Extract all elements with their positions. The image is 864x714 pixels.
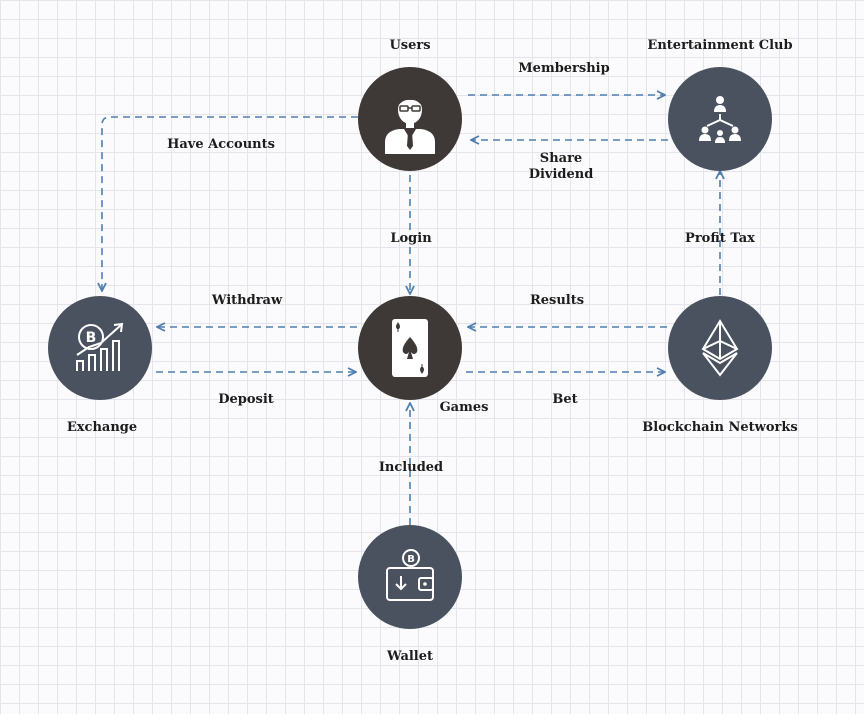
exchange-label: Exchange	[66, 420, 138, 435]
entertainment-club-label: Entertainment Club	[647, 38, 793, 53]
exchange-node[interactable]: B	[48, 296, 152, 400]
games-label: Games	[439, 400, 489, 415]
playing-card-spade-icon	[392, 319, 428, 377]
arrow-have-accounts	[102, 116, 358, 290]
svg-text:B: B	[86, 330, 97, 346]
blockchain-networks-node[interactable]	[668, 296, 772, 400]
withdraw-label: Withdraw	[211, 293, 283, 308]
games-node[interactable]	[358, 296, 462, 400]
results-label: Results	[529, 293, 585, 308]
blockchain-networks-label: Blockchain Networks	[642, 420, 798, 435]
users-label: Users	[389, 38, 431, 53]
ethereum-icon	[701, 319, 739, 377]
bet-label: Bet	[552, 392, 578, 407]
wallet-node[interactable]: B	[358, 525, 462, 629]
crypto-growth-chart-icon: B	[76, 322, 124, 371]
users-node[interactable]	[358, 67, 462, 171]
included-label: Included	[378, 460, 444, 475]
people-hierarchy-icon	[699, 96, 741, 143]
login-label: Login	[390, 231, 432, 246]
crypto-wallet-icon: B	[386, 549, 434, 601]
membership-label: Membership	[518, 61, 610, 76]
businessman-icon	[385, 93, 435, 154]
svg-text:B: B	[407, 554, 415, 565]
entertainment-club-node[interactable]	[668, 67, 772, 171]
wallet-label: Wallet	[386, 649, 434, 664]
profit-tax-label: Profit Tax	[685, 231, 755, 246]
share-dividend-label-line1: Share	[539, 151, 583, 166]
deposit-label: Deposit	[218, 392, 274, 407]
share-dividend-label-line2: Dividend	[528, 167, 594, 182]
have-accounts-label: Have Accounts	[167, 137, 275, 152]
